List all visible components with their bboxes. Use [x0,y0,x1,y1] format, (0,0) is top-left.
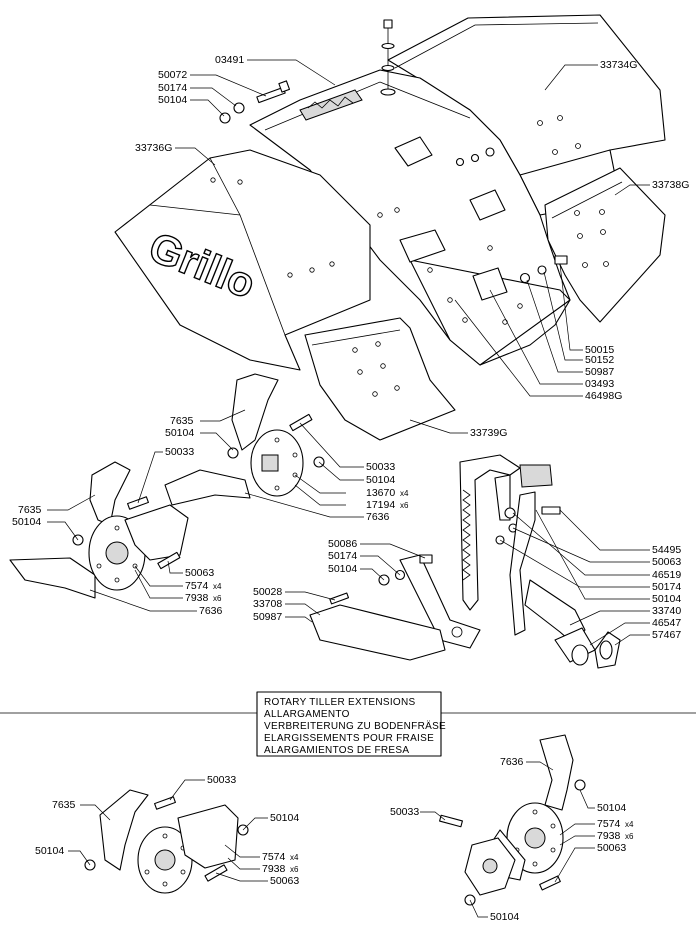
rotor-lower-left [9,461,189,599]
plate-33738g [544,167,666,323]
label-33738g: 33738G [652,179,689,191]
label-7635-a: 7635 [170,415,194,427]
label-17194: 17194 [366,499,395,511]
label-50104-c: 50104 [366,474,395,486]
label-50104-g: 50104 [35,845,64,857]
title-block: ROTARY TILLER EXTENSIONS ALLARGAMENTO VE… [256,691,446,757]
label-50987-b: 50987 [253,611,282,623]
label-50174-b: 50174 [328,550,357,562]
label-50104-e: 50104 [328,563,357,575]
label-33734g: 33734G [600,59,637,71]
rotor-upper-left [164,373,325,506]
label-50063-d: 50063 [597,842,626,854]
label-7938-c-qty: x6 [625,832,634,841]
label-50104-h: 50104 [270,812,299,824]
label-50104-i: 50104 [597,802,626,814]
depth-skid-assembly [309,554,481,661]
label-33736g: 33736G [135,142,172,154]
label-50987-a: 50987 [585,366,614,378]
top-bolt [380,19,396,96]
title-line-5: ALARGAMIENTOS DE FRESA [264,745,409,756]
label-50104-f: 50104 [652,593,681,605]
title-line-4: ELARGISSEMENTS POUR FRAISE [264,733,434,744]
label-7938-a-qty: x6 [213,594,222,603]
rotor-bottom-left [84,789,249,894]
label-50104-d: 50104 [12,516,41,528]
label-50033-a: 50033 [165,446,194,458]
label-50174-c: 50174 [652,581,681,593]
label-46519: 46519 [652,569,681,581]
label-33708: 33708 [253,598,282,610]
clamp-46547-57467 [554,627,621,669]
label-03493: 03493 [585,378,614,390]
leader-lines [47,59,650,918]
label-46547: 46547 [652,617,681,629]
label-7574-b-qty: x4 [290,853,299,862]
depth-bar-toothed [459,454,521,611]
label-7574-b: 7574 [262,851,286,863]
label-7574-a-qty: x4 [213,582,222,591]
title-line-2: ALLARGAMENTO [264,709,350,720]
label-7635-c: 7635 [52,799,76,811]
label-50028: 50028 [253,586,282,598]
label-7636-b: 7636 [199,605,223,617]
label-03491: 03491 [215,54,244,66]
label-50063-a: 50063 [185,567,214,579]
label-7636-a: 7636 [366,511,390,523]
support-arm-33740 [509,464,586,646]
label-50033-c: 50033 [207,774,236,786]
label-7636-c: 7636 [500,756,524,768]
label-13670: 13670 [366,487,395,499]
plate-33739g [304,317,456,441]
label-50104-j: 50104 [490,911,519,923]
label-13670-qty: x4 [400,489,409,498]
label-7938-b-qty: x6 [290,865,299,874]
label-50174-a: 50174 [158,82,187,94]
rotor-bottom-right [439,734,586,906]
label-50063-c: 50063 [270,875,299,887]
label-50104-b: 50104 [165,427,194,439]
bolt-50072 [219,80,291,124]
label-7938-c: 7938 [597,830,621,842]
label-50104-a: 50104 [158,94,187,106]
label-17194-qty: x6 [400,501,409,510]
label-50015: 50015 [585,344,614,356]
label-50033-b: 50033 [366,461,395,473]
title-line-1: ROTARY TILLER EXTENSIONS [264,697,416,708]
title-line-3: VERBREITERUNG ZU BODENFRÄSE [264,720,446,732]
label-7574-c: 7574 [597,818,621,830]
cover-33736g: Grillo [114,149,371,371]
label-50033-d: 50033 [390,806,419,818]
label-57467: 57467 [652,629,681,641]
label-54495: 54495 [652,544,681,556]
label-7574-c-qty: x4 [625,820,634,829]
label-7635-b: 7635 [18,504,42,516]
label-50072: 50072 [158,69,187,81]
label-33740: 33740 [652,605,681,617]
label-7938-b: 7938 [262,863,286,875]
label-50063-b: 50063 [652,556,681,568]
label-46498g: 46498G [585,390,622,402]
label-7574-a: 7574 [185,580,209,592]
label-50086: 50086 [328,538,357,550]
label-50152: 50152 [585,354,614,366]
label-33739g: 33739G [470,427,507,439]
label-7938-a: 7938 [185,592,209,604]
tiller-hood-body [249,69,571,366]
bolts-right [455,147,568,284]
part-labels: 03491 50072 50174 50104 33736G 33734G 33… [12,54,689,923]
